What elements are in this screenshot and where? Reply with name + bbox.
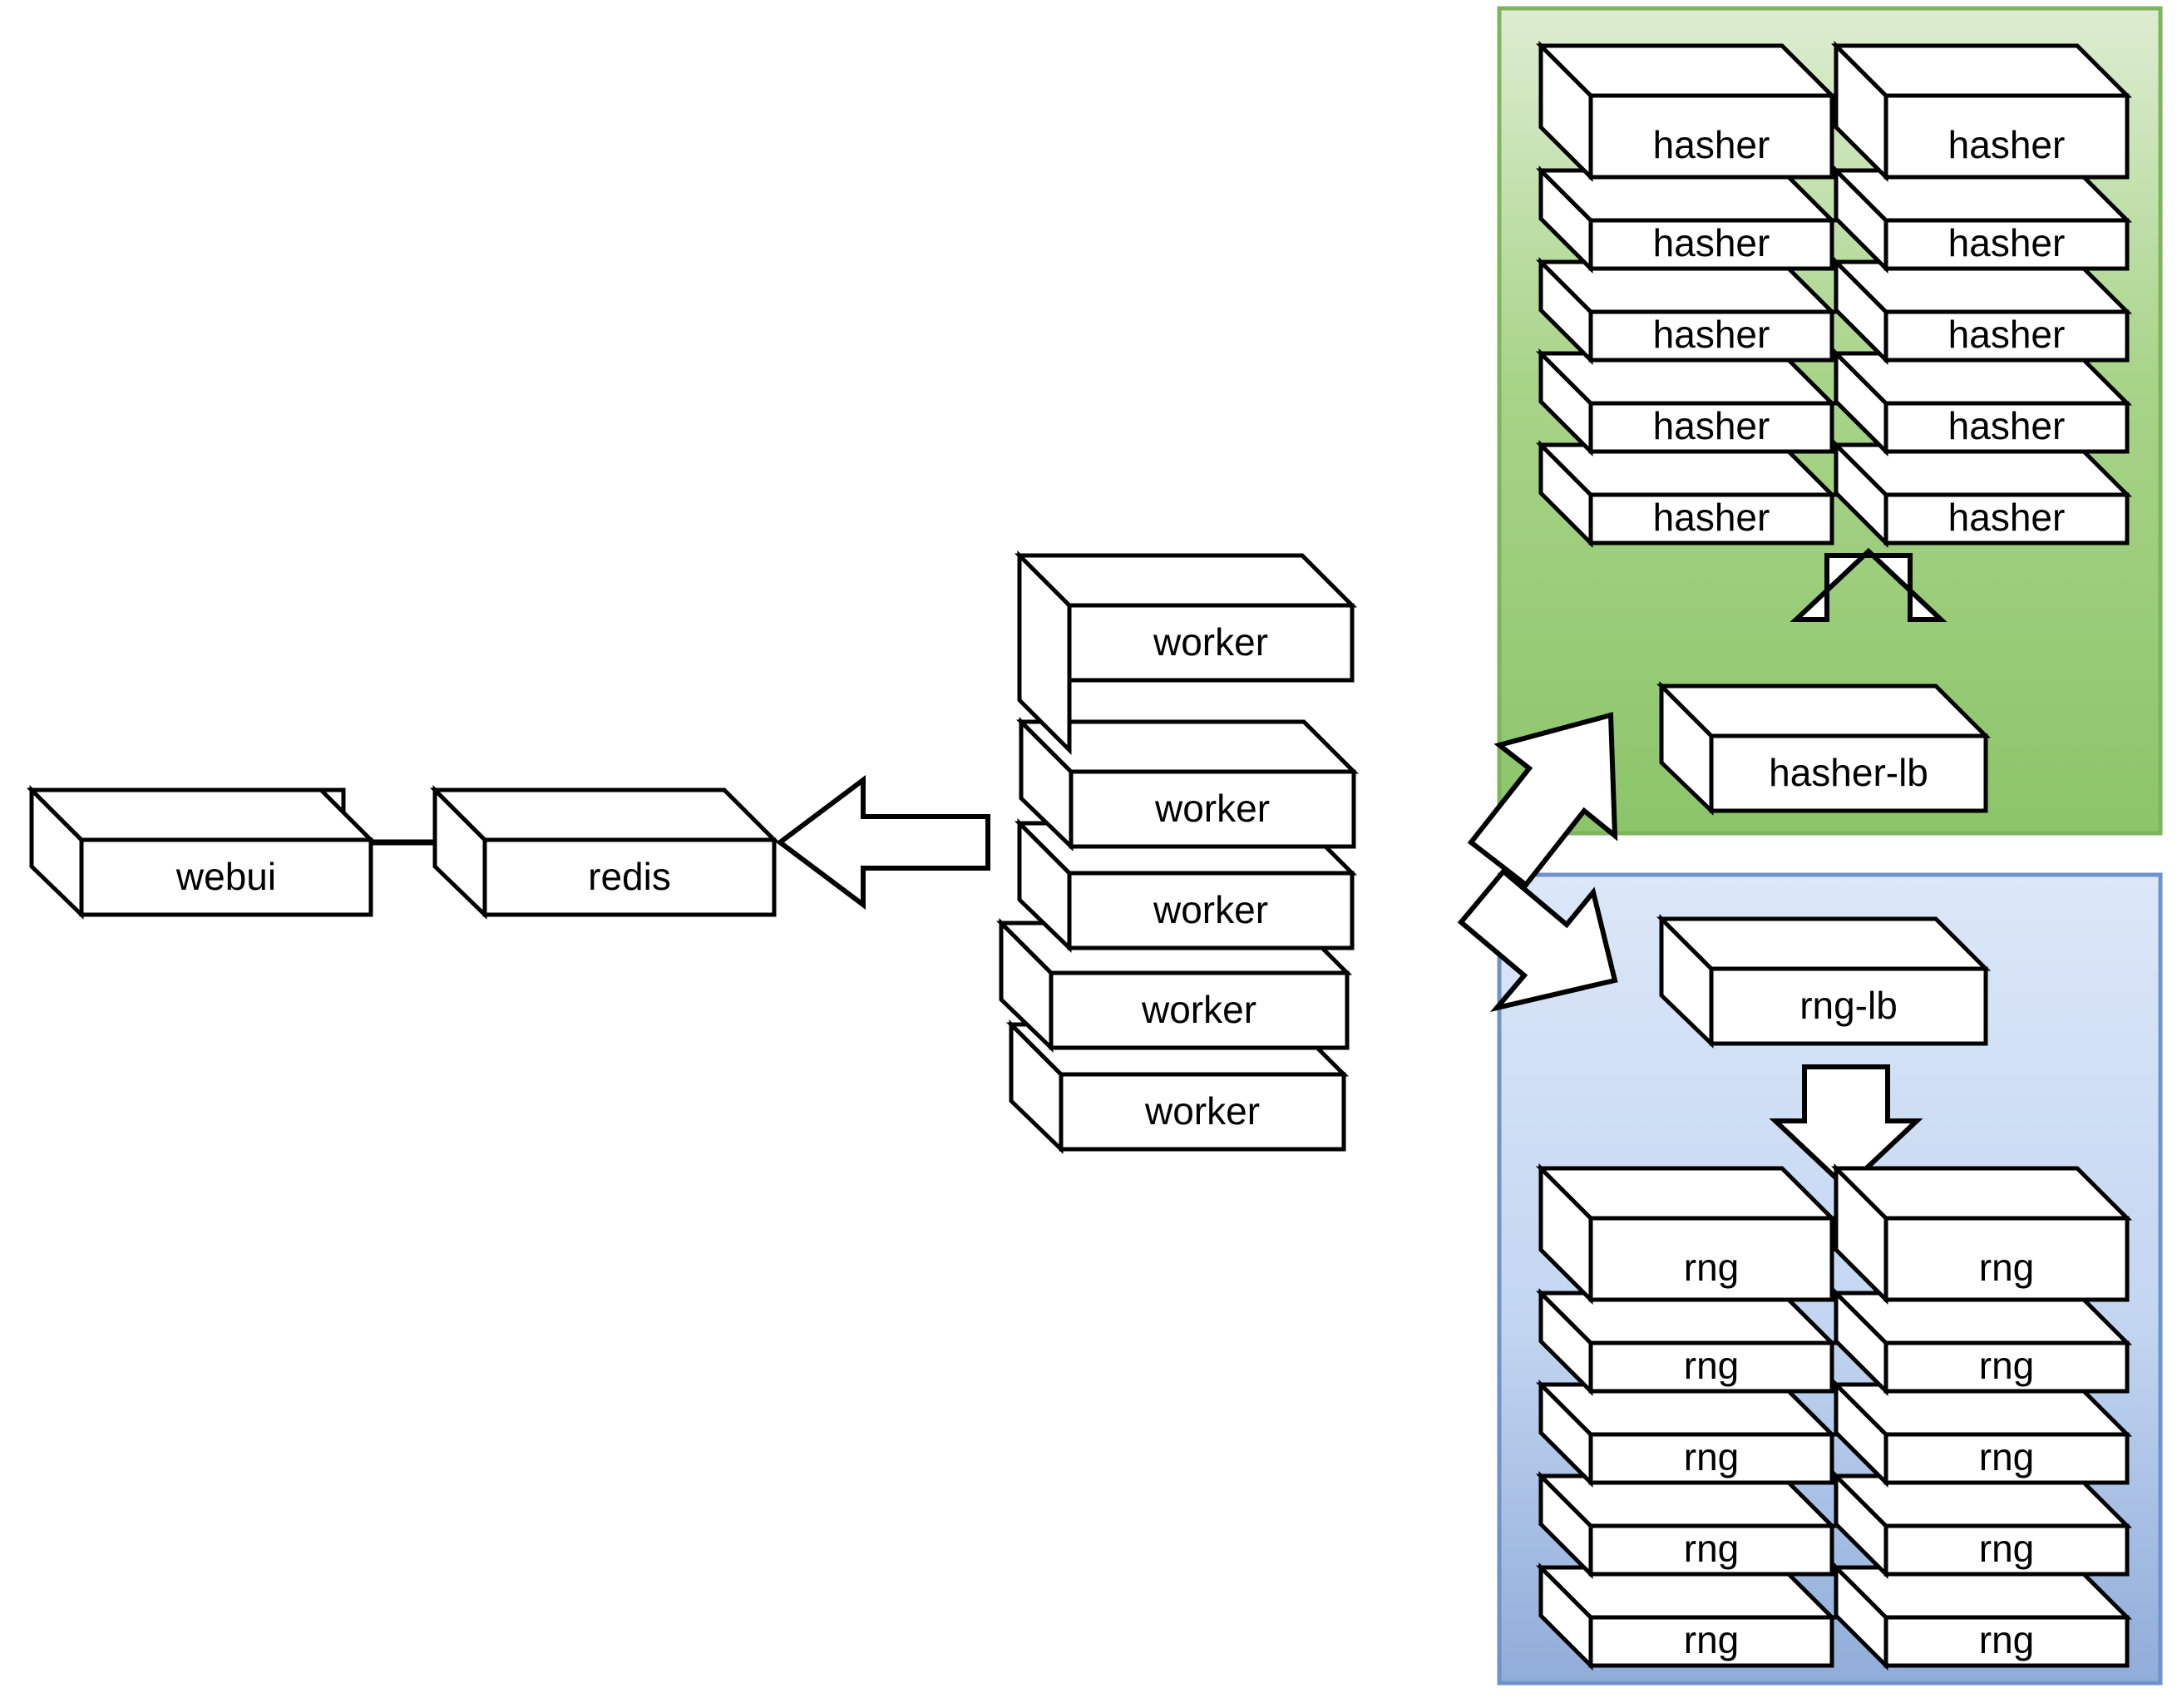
- node-redis[interactable]: redis: [429, 784, 780, 920]
- stack-item-rng-c2-r2[interactable]: rng: [1830, 1287, 2133, 1397]
- hasher-c1-r4-label: hasher: [1653, 404, 1770, 447]
- stack-item-hasher-c1-r2[interactable]: hasher: [1535, 165, 1838, 274]
- stack-item-hasher-c1-r3[interactable]: hasher: [1535, 256, 1838, 366]
- stack-item-worker-2[interactable]: worker: [1015, 716, 1360, 852]
- rng-c1-r3-label: rng: [1684, 1435, 1739, 1478]
- connection-workers-to-redis: [776, 775, 990, 910]
- hasher-c2-r4-front-face: [1883, 401, 2130, 454]
- hasher-c2-r1-top-face: [1830, 43, 2133, 98]
- node-rng-lb[interactable]: rng-lb: [1656, 913, 1992, 1049]
- stack-item-hasher-c1-r5[interactable]: hasher: [1535, 439, 1838, 549]
- rng-c2-r5-label: rng: [1979, 1618, 2034, 1661]
- connection-workers-to-hasher-lb: [1467, 712, 1618, 889]
- rng-lb-top-face: [1656, 916, 1992, 971]
- rng-c1-r5-label: rng: [1684, 1618, 1739, 1661]
- stack-item-hasher-c2-r1[interactable]: hasher: [1830, 40, 2133, 183]
- hasher-c1-r1-top-face: [1535, 43, 1838, 98]
- stack-item-hasher-c1-r1[interactable]: hasher: [1535, 40, 1838, 183]
- rng-lb-down-arrow: [1769, 1064, 1923, 1192]
- rng-c2-r5-front-face: [1883, 1615, 2130, 1668]
- workers-hasher-lb-arrow: [1467, 712, 1618, 889]
- stack-item-rng-c2-r5[interactable]: rng: [1830, 1562, 2133, 1671]
- hasher-c1-r3-front-face: [1588, 309, 1834, 363]
- hasher-c1-r5-front-face: [1588, 492, 1834, 545]
- rng-c2-r1-front-face: [1883, 1216, 2130, 1302]
- rng-c1-r1-top-face: [1535, 1166, 1838, 1221]
- connection-rng-lb-to-rngs: [1769, 1064, 1923, 1192]
- stack-item-rng-c1-r5[interactable]: rng: [1535, 1562, 1838, 1671]
- worker5-label: worker: [1144, 1089, 1260, 1133]
- stack-item-rng-c2-r4[interactable]: rng: [1830, 1470, 2133, 1580]
- redis-top-face: [429, 787, 780, 842]
- hasher-c2-r3-front-face: [1883, 309, 2130, 363]
- rng-lb-front-face: [1709, 966, 1988, 1046]
- stack-item-hasher-c2-r5[interactable]: hasher: [1830, 439, 2133, 549]
- rng-c2-r1-top-face: [1830, 1166, 2133, 1221]
- worker2-front-face: [1069, 769, 1356, 849]
- hasher-c1-r2-label: hasher: [1653, 221, 1770, 264]
- hasher-c2-r4-label: hasher: [1948, 404, 2066, 447]
- hasher-lb-top-face: [1656, 684, 1992, 738]
- workers-rng-lb-arrow: [1457, 867, 1618, 1012]
- worker1-front-face: [1067, 603, 1355, 683]
- stack-item-rng-c1-r3[interactable]: rng: [1535, 1379, 1838, 1488]
- webui-label: webui: [175, 855, 276, 898]
- rng-c2-r3-label: rng: [1979, 1435, 2034, 1478]
- hasher-lb-up-arrow: [1790, 547, 1948, 622]
- hasher-c2-r5-front-face: [1883, 492, 2130, 545]
- worker1-top-face: [1014, 553, 1358, 608]
- hasher-c1-r4-front-face: [1588, 401, 1834, 454]
- stack-item-hasher-c1-r4[interactable]: hasher: [1535, 348, 1838, 457]
- connection-hasher-lb-to-hashers: [1790, 547, 1948, 622]
- workers-redis-left-arrow: [776, 775, 990, 910]
- hasher-c1-r1-label: hasher: [1653, 123, 1770, 166]
- rng-c2-r1-label: rng: [1979, 1246, 2034, 1289]
- worker2-top-face: [1015, 719, 1360, 774]
- worker4-front-face: [1049, 970, 1350, 1050]
- stack-item-rng-c2-r3[interactable]: rng: [1830, 1379, 2133, 1488]
- worker3-front-face: [1067, 871, 1355, 950]
- stack-item-hasher-c2-r4[interactable]: hasher: [1830, 348, 2133, 457]
- stack-item-worker-1[interactable]: worker: [1014, 550, 1358, 756]
- hasher-lb-front-face: [1709, 733, 1988, 813]
- rng-c2-r4-label: rng: [1979, 1527, 2034, 1570]
- hasher-lb-label: hasher-lb: [1769, 751, 1928, 794]
- worker1-label: worker: [1153, 620, 1268, 664]
- rng-c2-r2-front-face: [1883, 1340, 2130, 1394]
- node-webui[interactable]: webui: [26, 784, 377, 920]
- rng-c1-r4-label: rng: [1684, 1527, 1739, 1570]
- stack-item-rng-c1-r1[interactable]: rng: [1535, 1163, 1838, 1306]
- stack-item-rng-c1-r2[interactable]: rng: [1535, 1287, 1838, 1397]
- stack-item-rng-c2-r1[interactable]: rng: [1830, 1163, 2133, 1306]
- stack-item-hasher-c2-r2[interactable]: hasher: [1830, 165, 2133, 274]
- hasher-c1-r5-label: hasher: [1653, 496, 1770, 539]
- webui-top-face-right: [26, 787, 377, 842]
- connection-workers-to-rng-lb: [1457, 867, 1618, 1012]
- node-hasher-lb[interactable]: hasher-lb: [1656, 680, 1992, 816]
- worker5-front-face: [1059, 1072, 1346, 1152]
- hasher-c2-r5-label: hasher: [1948, 496, 2066, 539]
- worker4-label: worker: [1141, 988, 1256, 1031]
- hasher-c2-r1-front-face: [1883, 93, 2130, 180]
- hasher-c1-r3-label: hasher: [1653, 313, 1770, 356]
- hasher-c2-r1-label: hasher: [1948, 123, 2066, 166]
- rng-c1-r1-front-face: [1588, 1216, 1834, 1302]
- hasher-c2-r2-front-face: [1883, 218, 2130, 271]
- hasher-c2-r2-label: hasher: [1948, 221, 2066, 264]
- rng-c1-r2-label: rng: [1684, 1344, 1739, 1387]
- redis-label: redis: [588, 855, 671, 898]
- stack-item-hasher-c2-r3[interactable]: hasher: [1830, 256, 2133, 366]
- redis-front-face: [482, 837, 777, 917]
- webui-front-face: [79, 837, 373, 917]
- rng-c1-r2-front-face: [1588, 1340, 1834, 1394]
- stack-item-rng-c1-r4[interactable]: rng: [1535, 1470, 1838, 1580]
- hasher-c2-r3-label: hasher: [1948, 313, 2066, 356]
- rng-lb-label: rng-lb: [1799, 984, 1898, 1027]
- rng-c1-r1-label: rng: [1684, 1246, 1739, 1289]
- worker3-label: worker: [1153, 888, 1268, 931]
- worker2-label: worker: [1154, 787, 1270, 830]
- rng-c2-r2-label: rng: [1979, 1344, 2034, 1387]
